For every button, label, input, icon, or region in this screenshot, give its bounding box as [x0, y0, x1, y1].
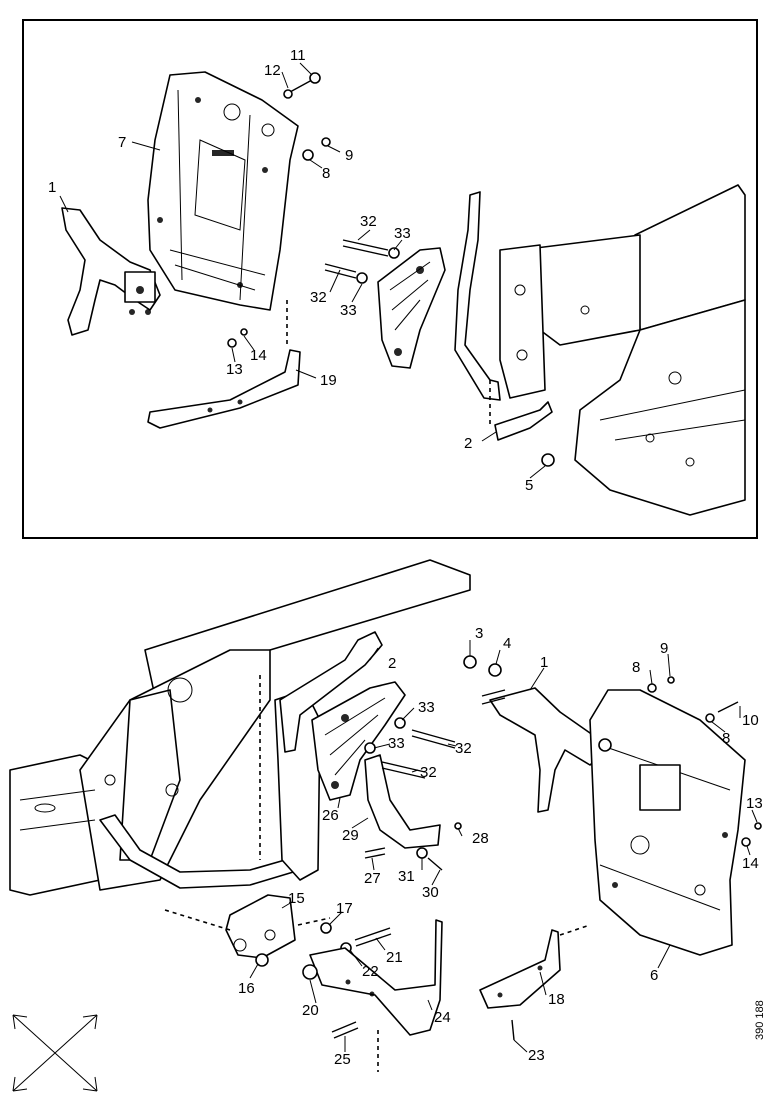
bolt-25 — [331, 1021, 359, 1039]
bracket-29 — [364, 754, 441, 849]
leaders-lower — [249, 640, 758, 1053]
callout-26: 26 — [322, 807, 339, 824]
callout-9: 9 — [345, 147, 353, 164]
callout-33b-lower: 33 — [388, 735, 405, 752]
callout-13: 13 — [226, 361, 243, 378]
callout-28: 28 — [472, 830, 489, 847]
callout-8: 8 — [322, 165, 330, 182]
callout-31: 31 — [398, 868, 415, 885]
callout-1: 1 — [48, 179, 56, 196]
callout-7: 7 — [118, 134, 126, 151]
callout-17: 17 — [336, 900, 353, 917]
callout-8-lower: 8 — [632, 659, 640, 676]
callout-6: 6 — [650, 967, 658, 984]
bolts-32-33-upper — [324, 239, 400, 284]
callout-15: 15 — [288, 890, 305, 907]
callout-2: 2 — [464, 435, 472, 452]
callout-30: 30 — [422, 884, 439, 901]
fasteners-upper — [227, 72, 331, 348]
reference-number: 390 188 — [754, 1000, 766, 1040]
callout-5: 5 — [525, 477, 533, 494]
callout-32b: 32 — [310, 289, 327, 306]
callouts-lower: 3 4 1 8 9 2 33 32 33 32 10 8 26 29 28 13… — [238, 625, 763, 1068]
bolts-17-21-22 — [320, 922, 392, 954]
bracket-19 — [147, 300, 301, 429]
leaders-upper — [59, 62, 546, 479]
callout-11: 11 — [290, 47, 306, 64]
ribbed-bracket-upper — [377, 247, 446, 369]
callout-32-lower: 32 — [455, 740, 472, 757]
callout-21: 21 — [386, 949, 403, 966]
callout-13-lower: 13 — [746, 795, 763, 812]
callout-23: 23 — [528, 1047, 545, 1064]
plate-6 — [589, 676, 762, 956]
callout-3: 3 — [475, 625, 483, 642]
plate-7 — [147, 71, 299, 311]
callout-18: 18 — [548, 991, 565, 1008]
bracket-1-lower — [463, 655, 606, 813]
callout-24: 24 — [434, 1009, 451, 1026]
callout-1-lower: 1 — [540, 654, 548, 671]
chassis-frame-upper — [499, 184, 746, 516]
callout-10: 10 — [742, 712, 759, 729]
callout-29: 29 — [342, 827, 359, 844]
four-way-arrow-icon — [12, 1014, 98, 1092]
callout-12: 12 — [264, 62, 281, 79]
bracket-1 — [61, 207, 161, 336]
callout-9-lower: 9 — [660, 640, 668, 657]
callout-8b-lower: 8 — [722, 730, 730, 747]
callout-16: 16 — [238, 980, 255, 997]
bracket-2-upper — [454, 191, 555, 467]
ribbed-bracket-26 — [311, 681, 406, 801]
bracket-18 — [479, 924, 591, 1041]
bracket-15 — [164, 894, 331, 967]
callout-32b-lower: 32 — [420, 764, 437, 781]
callout-22: 22 — [362, 963, 379, 980]
callouts-upper: 11 12 7 9 8 1 32 33 32 33 14 13 19 2 5 — [48, 47, 533, 494]
callout-27: 27 — [364, 870, 381, 887]
callout-20: 20 — [302, 1002, 319, 1019]
callout-25: 25 — [334, 1051, 351, 1068]
upper-view-frame — [22, 19, 758, 539]
callout-14-lower: 14 — [742, 855, 759, 872]
callout-4: 4 — [503, 635, 511, 652]
callout-2-lower: 2 — [388, 655, 396, 672]
callout-32: 32 — [360, 213, 377, 230]
callout-33-lower: 33 — [418, 699, 435, 716]
lower-view: 3 4 1 8 9 2 33 32 33 32 10 8 26 29 28 13… — [9, 559, 763, 1092]
bracket-24 — [302, 919, 443, 1072]
callout-14: 14 — [250, 347, 267, 364]
chassis-frame-lower — [9, 559, 471, 896]
callout-33b: 33 — [340, 302, 357, 319]
callout-33: 33 — [394, 225, 411, 242]
upper-view: 11 12 7 9 8 1 32 33 32 33 14 13 19 2 5 — [22, 19, 758, 539]
callout-19: 19 — [320, 372, 337, 389]
